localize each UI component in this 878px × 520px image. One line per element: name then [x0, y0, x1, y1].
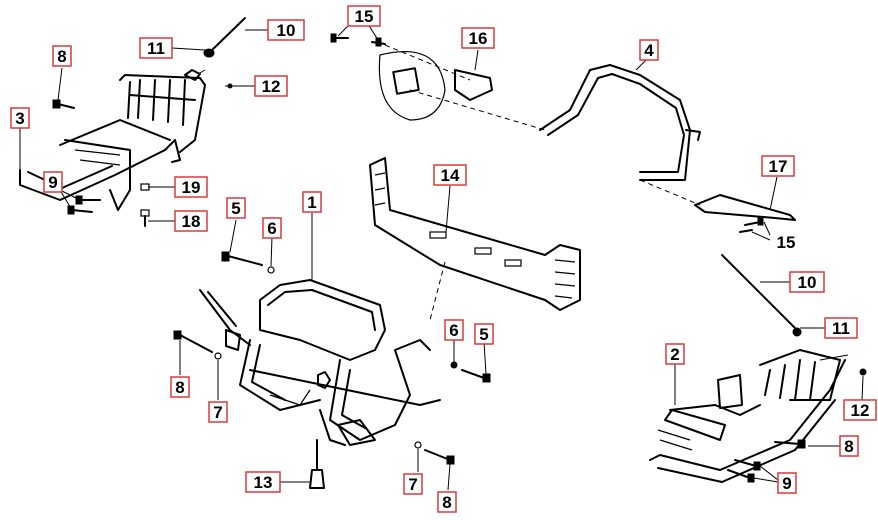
svg-text:10: 10	[798, 273, 817, 292]
callout-5-right: 5	[474, 323, 494, 345]
svg-text:7: 7	[408, 475, 417, 494]
callout-17: 17	[761, 155, 795, 177]
svg-text:9: 9	[48, 173, 57, 192]
callouts: 10 11 12 15 16 4 8 3	[10, 5, 877, 513]
callout-4: 4	[639, 39, 659, 61]
callout-18: 18	[174, 210, 208, 232]
callout-16: 16	[461, 27, 495, 49]
svg-text:14: 14	[441, 166, 460, 185]
svg-text:15: 15	[355, 7, 374, 26]
svg-text:13: 13	[254, 473, 273, 492]
svg-text:10: 10	[277, 21, 296, 40]
callout-6-left: 6	[262, 217, 282, 239]
callout-8-bottom: 8	[437, 491, 457, 513]
callout-9-left: 9	[43, 171, 63, 193]
part-9-bolts-left	[67, 195, 101, 215]
callout-9-right: 9	[777, 472, 797, 494]
callout-8-left: 8	[170, 376, 190, 398]
svg-text:12: 12	[262, 77, 281, 96]
svg-text:3: 3	[15, 109, 24, 128]
part-8-9-right	[727, 439, 806, 483]
part-6-5-right	[450, 361, 491, 383]
svg-text:19: 19	[182, 178, 201, 197]
part-5-6-left	[221, 251, 275, 274]
callout-10-top: 10	[267, 19, 305, 41]
svg-text:11: 11	[147, 39, 165, 58]
svg-text:11: 11	[832, 319, 850, 338]
callout-10-right: 10	[789, 271, 825, 293]
leader-lines	[19, 23, 864, 491]
callout-3: 3	[10, 107, 30, 129]
part-10-rod-top	[184, 17, 246, 89]
part-10-rod-right	[721, 254, 802, 337]
svg-text:8: 8	[175, 378, 184, 397]
callout-5-left: 5	[226, 197, 246, 219]
svg-text:9: 9	[782, 474, 791, 493]
svg-text:6: 6	[449, 321, 458, 340]
svg-text:8: 8	[57, 47, 66, 66]
callout-13: 13	[245, 471, 281, 493]
callout-7-bottom: 7	[403, 473, 423, 495]
callout-11-top: 11	[139, 37, 173, 59]
svg-text:5: 5	[231, 199, 240, 218]
callout-19: 19	[174, 176, 208, 198]
part-8-7-left	[173, 330, 222, 360]
svg-text:5: 5	[479, 325, 488, 344]
svg-text:4: 4	[644, 41, 654, 60]
svg-text:15: 15	[777, 233, 796, 252]
part-4-rail	[539, 64, 701, 181]
callout-14: 14	[433, 164, 467, 186]
callout-8-topleft: 8	[52, 45, 72, 67]
callout-15-right: 15	[777, 233, 796, 252]
callout-12-right: 12	[843, 399, 877, 421]
callout-15-top: 15	[347, 5, 381, 27]
svg-text:8: 8	[844, 437, 853, 456]
svg-text:7: 7	[213, 403, 222, 422]
part-3-rear-rack	[19, 74, 206, 211]
part-1-main-frame	[199, 279, 441, 446]
part-8-bolt-topleft	[52, 99, 75, 109]
svg-text:6: 6	[267, 219, 276, 238]
part-17-bracket	[694, 194, 796, 233]
svg-text:8: 8	[442, 493, 451, 512]
svg-text:2: 2	[670, 345, 679, 364]
svg-text:18: 18	[182, 212, 201, 231]
part-7-8-bottom	[414, 441, 455, 465]
part-14-long-bracket	[369, 157, 581, 311]
callout-6-right: 6	[444, 319, 464, 341]
callout-11-right: 11	[824, 317, 858, 339]
callout-7-left: 7	[208, 401, 228, 423]
part-2-front-rack	[649, 349, 846, 483]
svg-text:1: 1	[307, 193, 316, 212]
part-13-grommet	[309, 439, 325, 489]
svg-text:16: 16	[469, 29, 488, 48]
svg-text:12: 12	[851, 401, 870, 420]
svg-text:17: 17	[769, 157, 788, 176]
callout-8-right: 8	[839, 435, 859, 457]
callout-2: 2	[665, 343, 685, 365]
part-19-18-hardware	[140, 183, 150, 227]
callout-1: 1	[302, 191, 322, 213]
part-16-bracket	[330, 33, 493, 121]
callout-12-top: 12	[254, 75, 288, 97]
